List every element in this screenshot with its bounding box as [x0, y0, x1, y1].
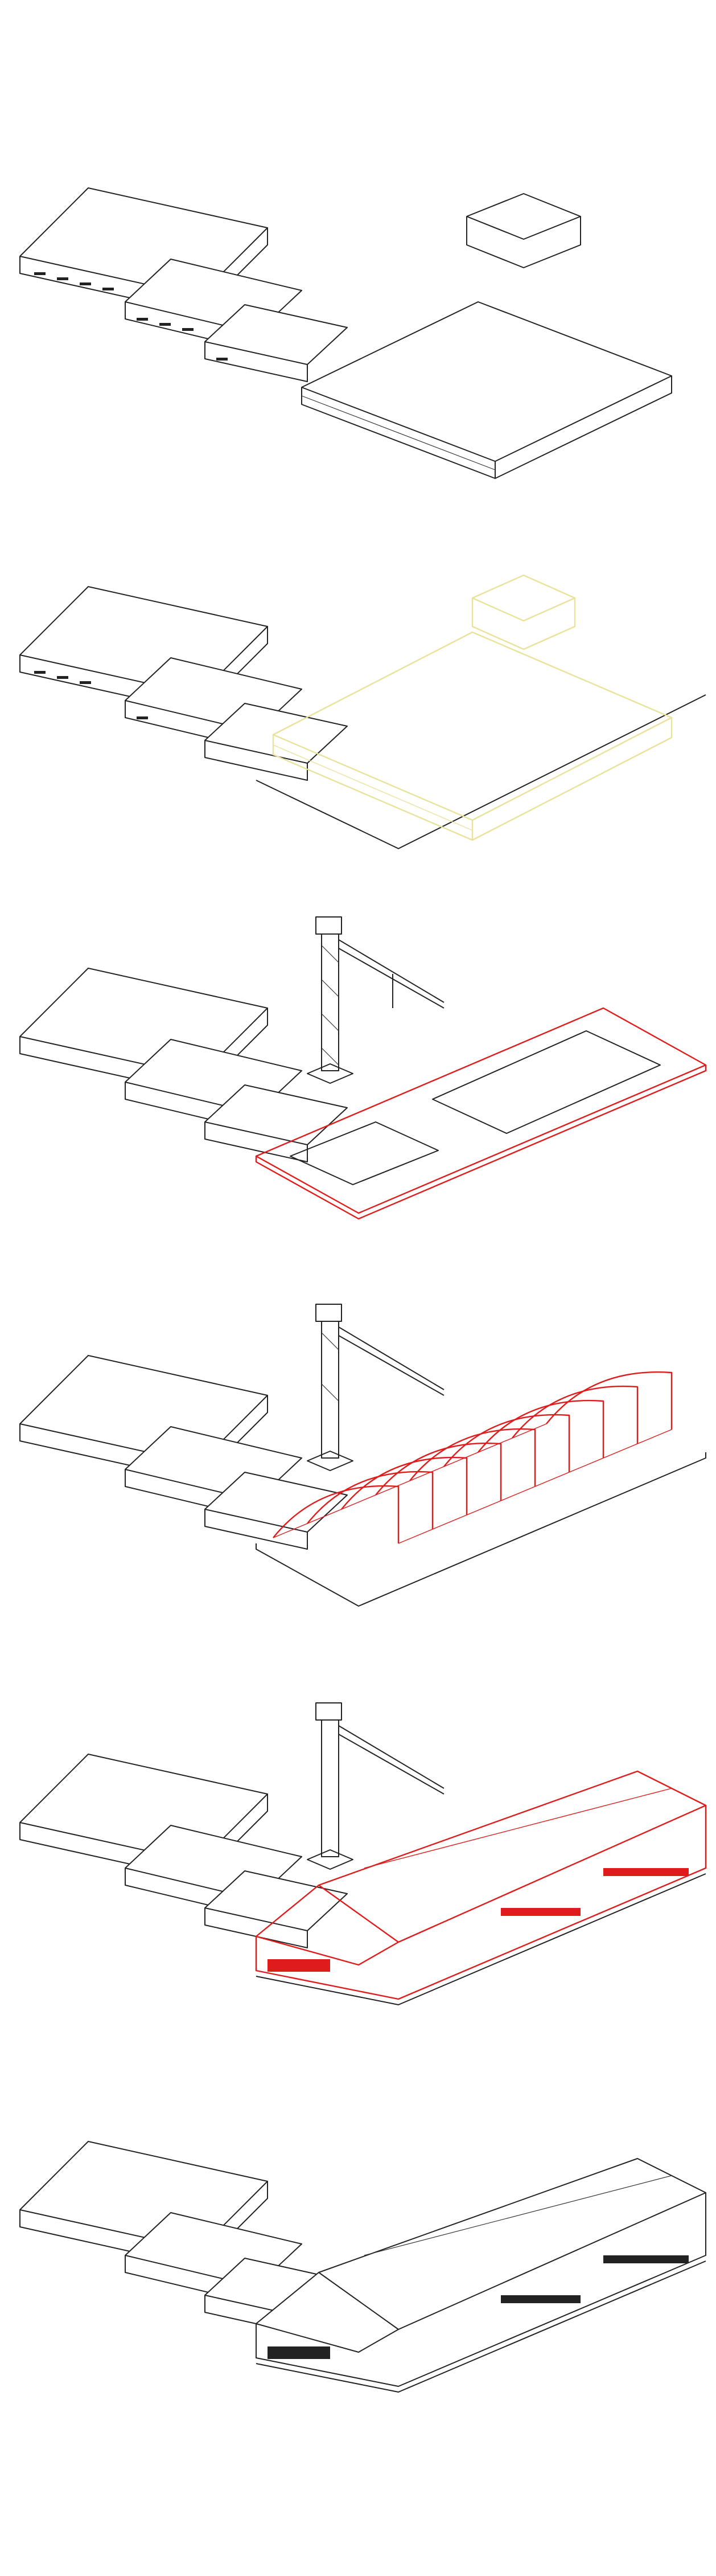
completed-hall [256, 2158, 706, 2387]
frame-axonometric-drawing [19, 1304, 706, 1607]
existing-warehouse-group [19, 187, 348, 382]
foundation-axonometric-drawing [19, 916, 707, 1220]
stage-foundation [0, 911, 716, 1299]
old-hall-lantern-roof [466, 193, 581, 240]
completed-hall-glazing [268, 2255, 689, 2359]
stage-existing [0, 131, 716, 518]
slab-bay-east [432, 1030, 661, 1134]
stage-demolition [0, 530, 716, 917]
stage-envelope [0, 1697, 716, 2084]
existing-axonometric-drawing [19, 187, 672, 479]
slab-edge [256, 1873, 706, 2005]
old-hall-roof [301, 301, 672, 462]
tower-crane [307, 1304, 445, 1471]
warehouse-roof-east [204, 304, 348, 365]
new-hall-envelope [255, 1770, 707, 2000]
tower-crane [307, 1702, 445, 1870]
demolition-axonometric-drawing [19, 574, 706, 849]
retained-warehouse-group [19, 586, 348, 781]
stage-completed [0, 2084, 716, 2472]
existing-old-hall-group [301, 193, 672, 479]
retained-warehouse-group [19, 2141, 348, 2336]
envelope-axonometric-drawing [19, 1702, 707, 2005]
site-outline [256, 694, 706, 849]
stage-frame [0, 1299, 716, 1686]
demolished-hall-highlight [272, 574, 673, 841]
new-frame-portals [273, 1371, 673, 1544]
slab-edge [256, 1452, 706, 1607]
slab-bay-west [290, 1121, 439, 1185]
retained-warehouse-group [19, 1754, 348, 1948]
new-hall-glazing [268, 1868, 689, 1972]
completed-axonometric-drawing [19, 2141, 706, 2393]
retained-warehouse-group [19, 1355, 348, 1550]
tower-crane [307, 916, 445, 1084]
retained-warehouse-group [19, 968, 348, 1162]
slab-edge [256, 2260, 706, 2393]
new-foundation-slab [255, 1007, 707, 1220]
